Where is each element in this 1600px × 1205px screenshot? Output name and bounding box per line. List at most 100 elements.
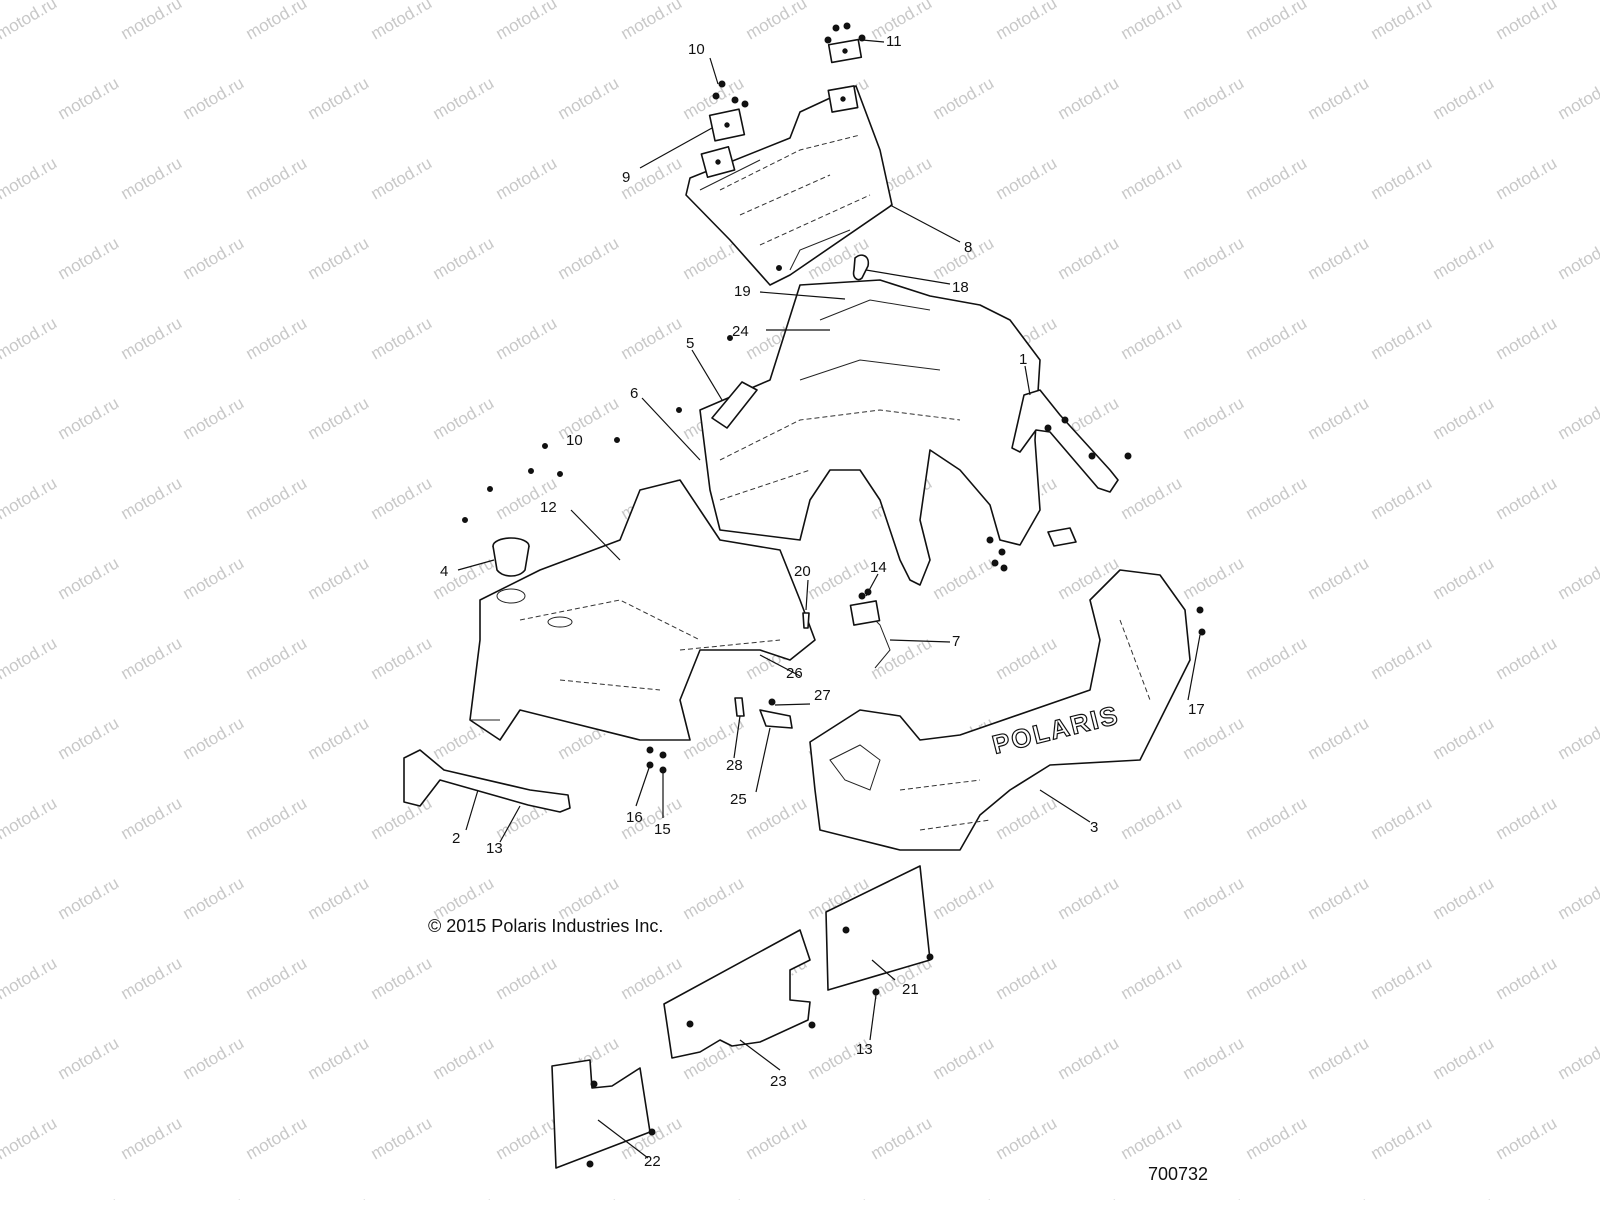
hinge-right: [828, 40, 861, 113]
watermark-text: motod.ru: [0, 953, 60, 1003]
watermark-text: motod.ru: [305, 553, 373, 603]
watermark-text: motod.ru: [618, 0, 686, 43]
callout-27: 27: [814, 687, 831, 704]
watermark-text: motod.ru: [493, 0, 561, 43]
callout-9: 9: [622, 169, 630, 186]
watermark-text: motod.ru: [118, 953, 186, 1003]
callout-6: 6: [630, 385, 638, 402]
watermark-text: motod.ru: [0, 1113, 60, 1163]
callout-1: 1: [1019, 351, 1027, 368]
watermark-text: motod.ru: [1555, 1193, 1600, 1200]
watermark-text: motod.ru: [493, 313, 561, 363]
callout-26: 26: [786, 665, 803, 682]
watermark-text: motod.ru: [368, 313, 436, 363]
watermark-text: motod.ru: [180, 233, 248, 283]
watermark-text: motod.ru: [118, 0, 186, 43]
watermark-text: motod.ru: [243, 633, 311, 683]
watermark-text: motod.ru: [118, 1113, 186, 1163]
watermark-text: motod.ru: [55, 1033, 123, 1083]
watermark-text: motod.ru: [1493, 473, 1561, 523]
part-20-clip: [803, 613, 809, 628]
watermark-text: motod.ru: [1368, 1113, 1436, 1163]
watermark-text: motod.ru: [493, 153, 561, 203]
part-27-nut: [769, 699, 775, 705]
watermark-text: motod.ru: [430, 1193, 498, 1200]
watermark-text: motod.ru: [55, 873, 123, 923]
watermark-text: motod.ru: [55, 1193, 123, 1200]
watermark-text: motod.ru: [1118, 1113, 1186, 1163]
watermark-text: motod.ru: [180, 393, 248, 443]
watermark-text: motod.ru: [305, 873, 373, 923]
watermark-text: motod.ru: [1493, 153, 1561, 203]
watermark-text: motod.ru: [368, 793, 436, 843]
watermark-text: motod.ru: [118, 793, 186, 843]
watermark-text: motod.ru: [368, 633, 436, 683]
watermark-text: motod.ru: [0, 793, 60, 843]
watermark-text: motod.ru: [555, 233, 623, 283]
watermark-text: motod.ru: [1180, 713, 1248, 763]
watermark-text: motod.ru: [305, 1193, 373, 1200]
watermark-text: motod.ru: [1305, 553, 1373, 603]
watermark-text: motod.ru: [1555, 1033, 1600, 1083]
watermark-text: motod.ru: [430, 1033, 498, 1083]
watermark-text: motod.ru: [1305, 1193, 1373, 1200]
watermark-text: motod.ru: [1180, 233, 1248, 283]
part-28-screw: [735, 698, 744, 716]
watermark-text: motod.ru: [55, 393, 123, 443]
callout-25: 25: [730, 791, 747, 808]
watermark-text: motod.ru: [118, 153, 186, 203]
watermark-text: motod.ru: [1243, 153, 1311, 203]
watermark-text: motod.ru: [368, 473, 436, 523]
watermark-text: motod.ru: [868, 1113, 936, 1163]
watermark-text: motod.ru: [180, 873, 248, 923]
watermark-text: motod.ru: [1430, 1033, 1498, 1083]
watermark-text: motod.ru: [1243, 1113, 1311, 1163]
watermark-text: motod.ru: [243, 0, 311, 43]
watermark-text: motod.ru: [993, 1113, 1061, 1163]
callout-23: 23: [770, 1073, 787, 1090]
watermark-text: motod.ru: [1493, 1113, 1561, 1163]
watermark-text: motod.ru: [243, 793, 311, 843]
watermark-text: motod.ru: [493, 1113, 561, 1163]
watermark-text: motod.ru: [0, 0, 60, 43]
watermark-text: motod.ru: [930, 553, 998, 603]
watermark-text: motod.ru: [743, 793, 811, 843]
watermark-text: motod.ru: [1180, 873, 1248, 923]
watermark-text: motod.ru: [1368, 953, 1436, 1003]
watermark-text: motod.ru: [118, 633, 186, 683]
watermark-text: motod.ru: [930, 1033, 998, 1083]
watermark-text: motod.ru: [1055, 73, 1123, 123]
watermark-text: motod.ru: [0, 153, 60, 203]
callout-13-bottom: 13: [856, 1041, 873, 1058]
watermark-text: motod.ru: [1430, 713, 1498, 763]
diagram-reference-number: 700732: [1148, 1164, 1208, 1184]
watermark-text: motod.ru: [1555, 713, 1600, 763]
watermark-text: motod.ru: [430, 73, 498, 123]
watermark-text: motod.ru: [930, 1193, 998, 1200]
watermark-text: motod.ru: [1118, 153, 1186, 203]
watermark-text: motod.ru: [1243, 313, 1311, 363]
callout-22: 22: [644, 1153, 661, 1170]
watermark-text: motod.ru: [1305, 393, 1373, 443]
watermark-text: motod.ru: [1055, 1033, 1123, 1083]
watermark-text: motod.ru: [680, 873, 748, 923]
watermark-text: motod.ru: [0, 633, 60, 683]
watermark-text: motod.ru: [993, 153, 1061, 203]
watermark-text: motod.ru: [180, 1193, 248, 1200]
watermark-text: motod.ru: [243, 153, 311, 203]
watermark-text: motod.ru: [55, 73, 123, 123]
watermark-text: motod.ru: [1555, 553, 1600, 603]
watermark-text: motod.ru: [368, 0, 436, 43]
callout-2: 2: [452, 830, 460, 847]
watermark-text: motod.ru: [0, 313, 60, 363]
watermark-text: motod.ru: [55, 713, 123, 763]
watermark-text: motod.ru: [1555, 393, 1600, 443]
callout-15: 15: [654, 821, 671, 838]
callout-28: 28: [726, 757, 743, 774]
watermark-text: motod.ru: [1368, 153, 1436, 203]
watermark-text: motod.ru: [930, 873, 998, 923]
watermark-text: motod.ru: [55, 233, 123, 283]
watermark-text: motod.ru: [1493, 0, 1561, 43]
watermark-text: motod.ru: [993, 0, 1061, 43]
watermark-text: motod.ru: [368, 153, 436, 203]
